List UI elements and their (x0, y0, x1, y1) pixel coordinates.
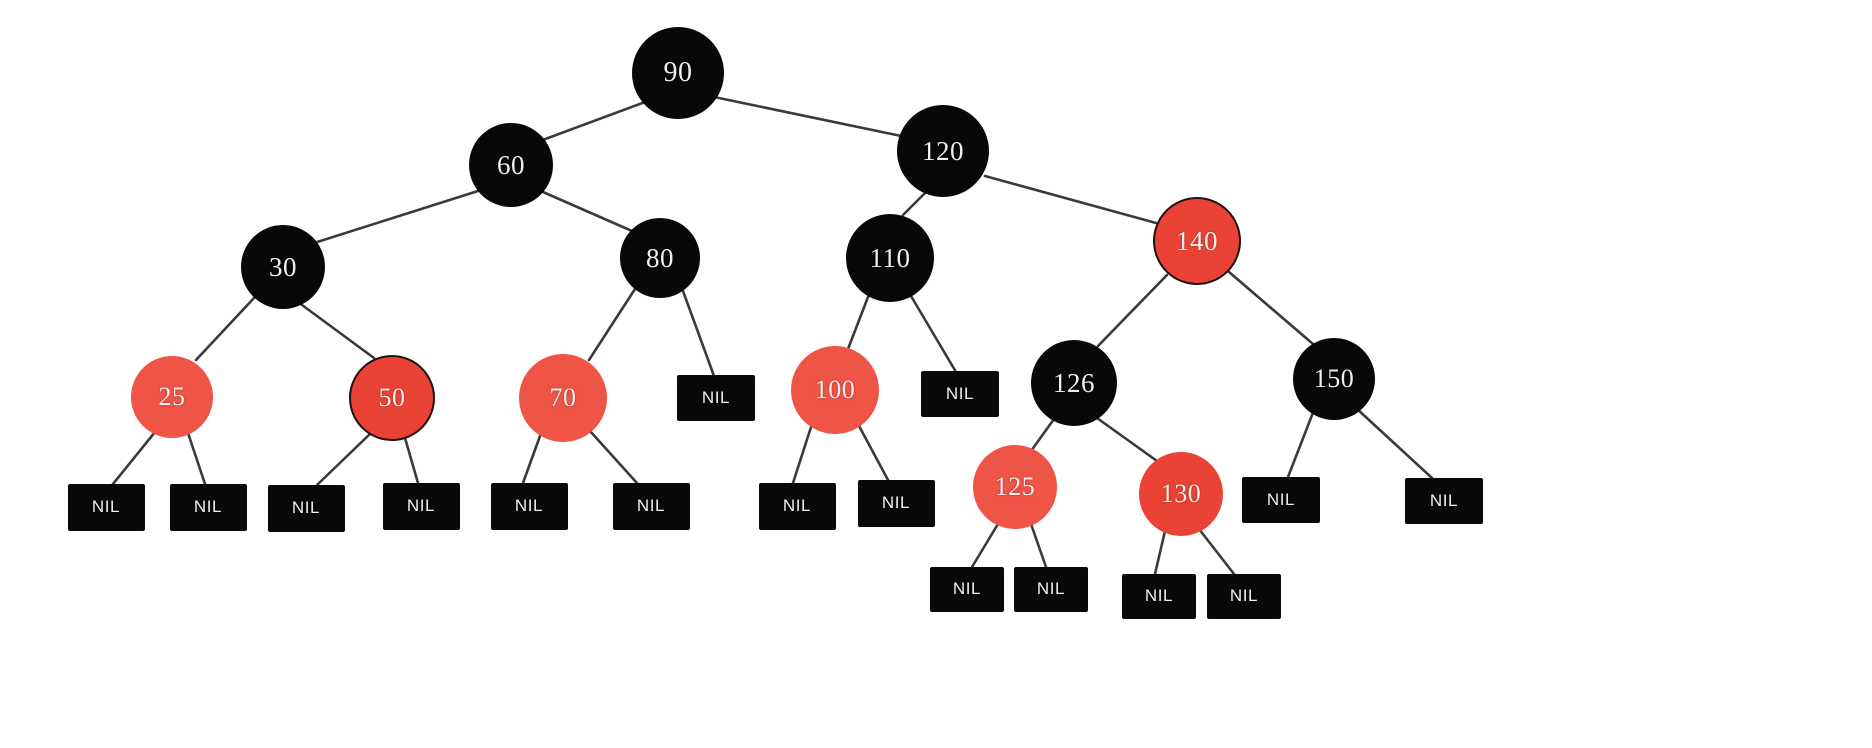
tree-nil-leaf-x110R[interactable]: NIL (921, 371, 999, 417)
tree-edge-n110-x110R (909, 294, 958, 374)
tree-edge-n100-x100L (791, 422, 814, 485)
tree-edge-n120-n110 (901, 191, 927, 217)
tree-nil-leaf-x25L[interactable]: NIL (67, 483, 145, 531)
tree-edge-n120-n140 (983, 174, 1158, 225)
tree-edge-n30-n50 (300, 303, 376, 360)
tree-edge-n30-n25 (194, 296, 256, 362)
tree-nil-leaf-x70L[interactable]: NIL (490, 482, 568, 530)
tree-nil-leaf-x130L[interactable]: NIL (1122, 573, 1196, 619)
tree-nil-leaf-x80R[interactable]: NIL (677, 375, 755, 421)
tree-nil-leaf-x70R[interactable]: NIL (612, 482, 690, 530)
tree-nil-leaf-x100R[interactable]: NIL (857, 479, 935, 527)
tree-edge-n70-x70R (588, 429, 639, 485)
tree-edge-n80-x80R (681, 289, 716, 378)
tree-node-126[interactable]: 126 (1031, 340, 1117, 426)
tree-nil-leaf-x130R[interactable]: NIL (1207, 573, 1281, 619)
tree-edge-n60-n30 (312, 189, 480, 245)
tree-nil-leaf-x125R[interactable]: NIL (1014, 566, 1088, 612)
tree-edge-n90-n60 (538, 100, 647, 143)
tree-node-150[interactable]: 150 (1293, 338, 1375, 420)
tree-node-90[interactable]: 90 (632, 27, 724, 119)
tree-node-50[interactable]: 50 (349, 355, 435, 441)
tree-edge-n125-x125L (970, 522, 1000, 569)
tree-node-120[interactable]: 120 (897, 105, 989, 197)
tree-nil-leaf-x100L[interactable]: NIL (758, 482, 836, 530)
tree-edge-n110-n100 (846, 295, 870, 351)
tree-edge-n126-n130 (1095, 416, 1159, 463)
tree-node-140[interactable]: 140 (1153, 197, 1241, 285)
tree-node-30[interactable]: 30 (241, 225, 325, 309)
tree-edge-n140-n150 (1227, 270, 1315, 346)
tree-node-80[interactable]: 80 (620, 218, 700, 298)
tree-nil-leaf-x50L[interactable]: NIL (267, 484, 345, 532)
tree-node-70[interactable]: 70 (519, 354, 607, 442)
tree-edge-n50-x50R (403, 436, 420, 485)
tree-edge-n130-x130L (1153, 529, 1167, 576)
tree-node-60[interactable]: 60 (469, 123, 553, 207)
tree-edge-n130-x130R (1197, 527, 1236, 576)
tree-node-100[interactable]: 100 (791, 346, 879, 434)
tree-nil-leaf-x25R[interactable]: NIL (169, 483, 247, 531)
tree-edge-n100-x100R (856, 422, 890, 482)
tree-edge-n70-x70L (521, 434, 542, 485)
tree-node-125[interactable]: 125 (973, 445, 1057, 529)
tree-node-25[interactable]: 25 (131, 356, 213, 438)
tree-nil-leaf-x125L[interactable]: NIL (930, 566, 1004, 612)
tree-edge-n126-n125 (1029, 417, 1056, 453)
tree-edge-n90-n120 (712, 95, 908, 139)
tree-nil-leaf-x150L[interactable]: NIL (1242, 477, 1320, 523)
tree-edge-n150-x150L (1286, 408, 1316, 479)
tree-edge-n140-n126 (1096, 273, 1169, 348)
tree-edge-n25-x25R (186, 431, 207, 486)
tree-edge-n60-n80 (541, 190, 634, 233)
tree-edge-n150-x150R (1354, 406, 1434, 480)
tree-node-110[interactable]: 110 (846, 214, 934, 302)
tree-edge-n80-n70 (587, 287, 637, 362)
tree-node-130[interactable]: 130 (1139, 452, 1223, 536)
tree-edge-n25-x25L (111, 430, 157, 486)
tree-edge-n125-x125R (1029, 522, 1048, 569)
tree-nil-leaf-x50R[interactable]: NIL (382, 482, 460, 530)
tree-edge-n50-x50L (315, 431, 373, 487)
tree-nil-leaf-x150R[interactable]: NIL (1405, 478, 1483, 524)
